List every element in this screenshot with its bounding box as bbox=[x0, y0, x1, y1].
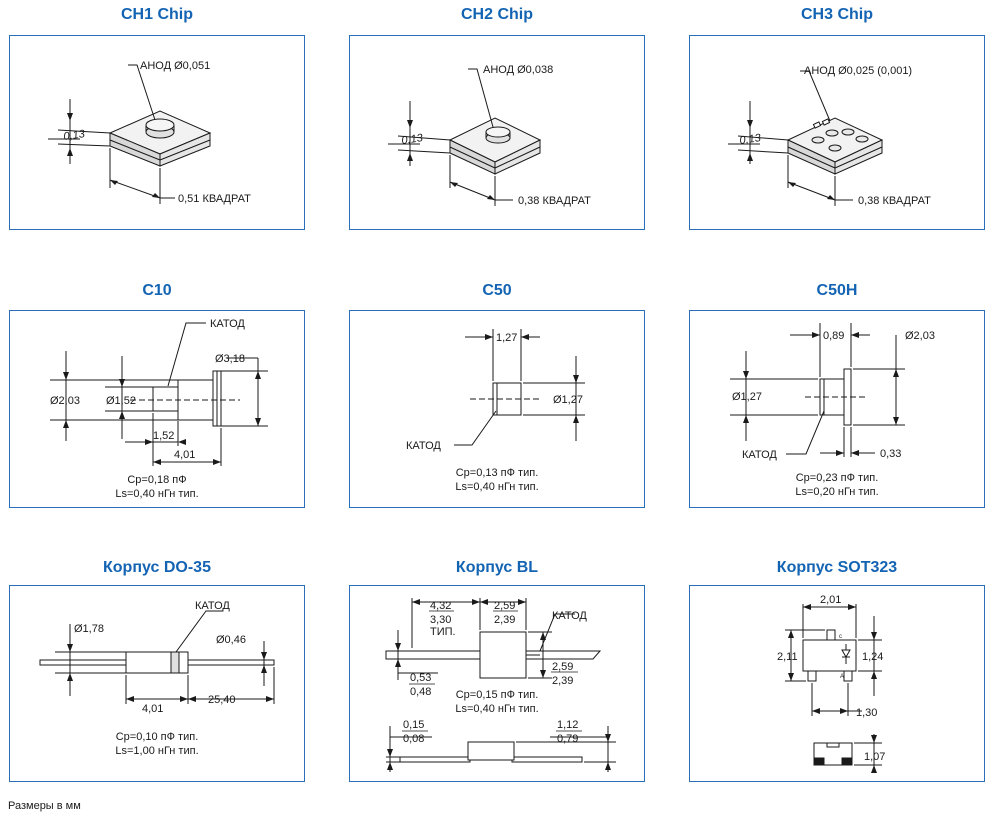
bl-t3-max: 1,12 bbox=[557, 719, 578, 731]
ch2-drawing: АНОД Ø0,038 0,13 0,38 КВАДРАТ bbox=[388, 64, 591, 207]
do35-drawing: Ø1,78 КАТОД Ø0,46 4,01 25,40 bbox=[39, 600, 275, 715]
ch3-title: CH3 Chip bbox=[801, 6, 873, 23]
c10-cathode-label: КАТОД bbox=[210, 318, 245, 330]
c10-pin-len-label: 1,52 bbox=[153, 430, 174, 442]
sot323-bottom-width-label: 1,30 bbox=[856, 707, 877, 719]
bl-w2-min: 2,39 bbox=[494, 614, 515, 626]
bl-cathode-label: КАТОД bbox=[552, 610, 587, 622]
c10-pin-diam-label: Ø1,52 bbox=[106, 395, 136, 407]
ch2-anode-label: АНОД Ø0,038 bbox=[483, 64, 553, 76]
ch2-height-label: 0,13 bbox=[401, 132, 425, 147]
ch3-anode-label: АНОД Ø0,025 (0,001) bbox=[804, 65, 912, 77]
c10-capacitance: Cp=0,18 пФ bbox=[127, 474, 187, 486]
c50-diam-label: Ø1,27 bbox=[553, 394, 583, 406]
c10-panel: КАТОД Ø2,03 Ø1,52 Ø3,18 1,52 4,01 Cp=0,1… bbox=[9, 310, 305, 508]
ch3-drawing: АНОД Ø0,025 (0,001) 0,13 0,38 КВАДРАТ bbox=[728, 65, 931, 207]
c10-note: Cp=0,18 пФ Ls=0,40 нГн тип. bbox=[10, 473, 304, 501]
c50-panel: 1,27 Ø1,27 КАТОД Cp=0,13 пФ тип. Ls=0,40… bbox=[349, 310, 645, 508]
sot323-right-height-label: 1,24 bbox=[862, 651, 883, 663]
bl-t1-max: 0,53 bbox=[410, 672, 431, 684]
bl-h-min: 2,39 bbox=[552, 675, 573, 687]
bl-note: Cp=0,15 пФ тип. Ls=0,40 нГн тип. bbox=[350, 688, 644, 716]
ch1-drawing: АНОД Ø0,051 0,13 0,51 КВАДРАТ bbox=[48, 60, 251, 205]
c10-body-diam-label: Ø2,03 bbox=[50, 395, 80, 407]
ch2-title: CH2 Chip bbox=[461, 6, 533, 23]
c50-inductance: Ls=0,40 нГн тип. bbox=[455, 481, 539, 493]
ch2-panel: АНОД Ø0,038 0,13 0,38 КВАДРАТ bbox=[349, 35, 645, 230]
ch1-anode-label: АНОД Ø0,051 bbox=[140, 60, 210, 72]
c50-drawing: 1,27 Ø1,27 КАТОД bbox=[406, 329, 585, 452]
c50h-panel: 0,89 Ø2,03 Ø1,27 0,33 КАТОД Cp=0,23 пФ т… bbox=[689, 310, 985, 508]
c50-title: C50 bbox=[482, 282, 512, 299]
c50h-title: C50H bbox=[816, 282, 858, 299]
bl-w1-max: 4,32 bbox=[430, 600, 451, 612]
ch3-size-label: 0,38 КВАДРАТ bbox=[858, 195, 931, 207]
c50h-cathode-label: КАТОД bbox=[742, 449, 777, 461]
c50-cathode-label: КАТОД bbox=[406, 440, 441, 452]
c50-capacitance: Cp=0,13 пФ тип. bbox=[455, 467, 539, 479]
do35-body-diam-label: Ø1,78 bbox=[74, 623, 104, 635]
do35-panel: Ø1,78 КАТОД Ø0,46 4,01 25,40 Cp=0,10 пФ … bbox=[9, 585, 305, 782]
bl-capacitance: Cp=0,15 пФ тип. bbox=[455, 689, 539, 701]
c50h-flange-diam-label: Ø2,03 bbox=[905, 330, 935, 342]
ch3-panel: АНОД Ø0,025 (0,001) 0,13 0,38 КВАДРАТ bbox=[689, 35, 985, 230]
c10-total-len-label: 4,01 bbox=[174, 449, 195, 461]
c50h-note: Cp=0,23 пФ тип. Ls=0,20 нГн тип. bbox=[690, 471, 984, 499]
bl-t1-min: 0,48 bbox=[410, 686, 431, 698]
sot323-pin-a-label: A bbox=[840, 674, 844, 680]
do35-note: Cp=0,10 пФ тип. Ls=1,00 нГн тип. bbox=[10, 730, 304, 758]
do35-lead-len-label: 25,40 bbox=[208, 694, 236, 706]
sot323-pin-c-label: c bbox=[839, 634, 842, 640]
sot323-title: Корпус SOT323 bbox=[776, 559, 898, 576]
bl-t3-min: 0,79 bbox=[557, 733, 578, 745]
sot323-left-height-label: 2,11 bbox=[777, 651, 798, 663]
bl-h-max: 2,59 bbox=[552, 661, 573, 673]
c50h-diam-label: Ø1,27 bbox=[732, 391, 762, 403]
ch1-panel: АНОД Ø0,051 0,13 0,51 КВАДРАТ bbox=[9, 35, 305, 230]
bl-inductance: Ls=0,40 нГн тип. bbox=[455, 703, 539, 715]
c10-inductance: Ls=0,40 нГн тип. bbox=[115, 488, 199, 500]
c10-flange-diam-label: Ø3,18 bbox=[215, 353, 245, 365]
sot323-drawing: 2,01 2,11 1,24 1,30 1,07 c A bbox=[777, 594, 885, 773]
c50h-flange-label: 0,33 bbox=[880, 448, 901, 460]
sot323-side-height-label: 1,07 bbox=[864, 751, 885, 763]
bl-w1-typ: ТИП. bbox=[430, 626, 456, 638]
c10-drawing: КАТОД Ø2,03 Ø1,52 Ø3,18 1,52 4,01 bbox=[50, 318, 268, 466]
bl-w2-max: 2,59 bbox=[494, 600, 515, 612]
c50h-capacitance: Cp=0,23 пФ тип. bbox=[795, 472, 879, 484]
c50-width-label: 1,27 bbox=[496, 332, 517, 344]
do35-capacitance: Cp=0,10 пФ тип. bbox=[115, 731, 199, 743]
bl-w1-min: 3,30 bbox=[430, 614, 451, 626]
bl-title: Корпус BL bbox=[455, 559, 539, 576]
ch2-size-label: 0,38 КВАДРАТ bbox=[518, 195, 591, 207]
units-footnote: Размеры в мм bbox=[8, 800, 81, 812]
ch1-title: CH1 Chip bbox=[121, 6, 193, 23]
ch3-height-label: 0,13 bbox=[739, 132, 763, 147]
bl-drawing: 4,32 3,30 ТИП. 2,59 2,39 КАТОД 2,59 2,39… bbox=[385, 598, 616, 772]
bl-t2-max: 0,15 bbox=[403, 719, 424, 731]
do35-lead-diam-label: Ø0,46 bbox=[216, 634, 246, 646]
c50h-width-label: 0,89 bbox=[823, 330, 844, 342]
ch1-size-label: 0,51 КВАДРАТ bbox=[178, 193, 251, 205]
do35-title: Корпус DO-35 bbox=[103, 559, 211, 576]
do35-inductance: Ls=1,00 нГн тип. bbox=[115, 745, 199, 757]
bl-t2-min: 0,08 bbox=[403, 733, 424, 745]
c50h-drawing: 0,89 Ø2,03 Ø1,27 0,33 КАТОД bbox=[730, 323, 935, 461]
ch1-height-label: 0,13 bbox=[63, 128, 87, 143]
do35-cathode-label: КАТОД bbox=[195, 600, 230, 612]
c10-title: C10 bbox=[142, 282, 172, 299]
do35-body-len-label: 4,01 bbox=[142, 703, 163, 715]
bl-panel: 4,32 3,30 ТИП. 2,59 2,39 КАТОД 2,59 2,39… bbox=[349, 585, 645, 782]
sot323-top-width-label: 2,01 bbox=[820, 594, 841, 606]
c50-note: Cp=0,13 пФ тип. Ls=0,40 нГн тип. bbox=[350, 466, 644, 494]
sot323-panel: 2,01 2,11 1,24 1,30 1,07 c A bbox=[689, 585, 985, 782]
c50h-inductance: Ls=0,20 нГн тип. bbox=[795, 486, 879, 498]
